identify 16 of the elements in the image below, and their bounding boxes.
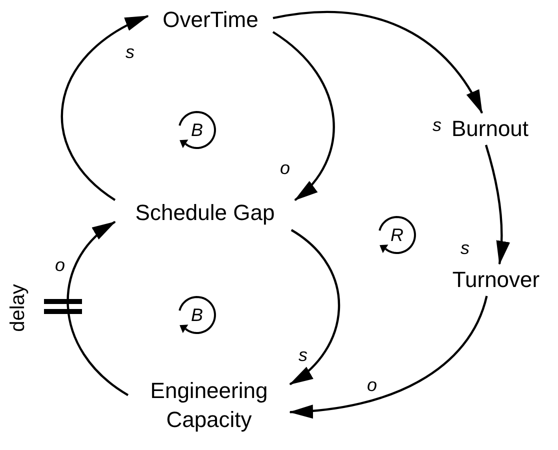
arrow: [289, 296, 488, 418]
variable-name: Schedule Gap: [135, 198, 275, 227]
delay-label: delay: [8, 284, 28, 332]
arrow: [61, 15, 149, 201]
loop-label: R: [390, 226, 404, 244]
loop-label: B: [191, 306, 204, 324]
arrow: [484, 144, 510, 265]
variable-name: OverTime: [162, 6, 258, 34]
arrow: [289, 229, 340, 386]
arrow: [66, 220, 129, 396]
variable-name: Burnout: [451, 114, 529, 143]
arrow: [272, 31, 335, 201]
variable-name: Turnover: [452, 266, 540, 294]
variable-name: Engineering Capacity: [149, 377, 269, 434]
arrow: [272, 10, 483, 114]
loop-label: B: [191, 121, 204, 139]
